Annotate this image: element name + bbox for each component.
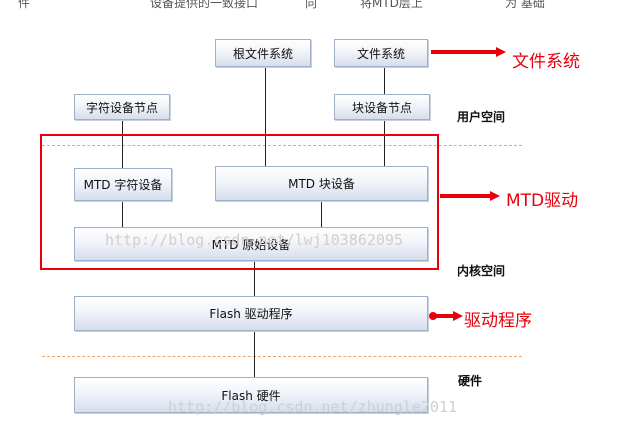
top-text-3: 向 (305, 0, 318, 10)
watermark-bottom: http://blog.csdn.net/zhungle2011 (168, 398, 457, 416)
filesystem-box: 文件系统 (334, 39, 428, 67)
kernel-hardware-separator (42, 356, 522, 357)
connector-char-node (122, 120, 123, 168)
connector-mtd-raw (254, 261, 255, 296)
connector-mtd-block (321, 201, 322, 227)
user-space-label: 用户空间 (457, 110, 506, 124)
connector-block-node (384, 120, 385, 166)
filesystem-arrow-icon (431, 47, 506, 57)
user-kernel-separator (42, 145, 522, 146)
connector-fs (384, 67, 385, 94)
top-text-2: 设备提供的一致接口 (150, 0, 259, 10)
hardware-label: 硬件 (458, 374, 483, 388)
flash-driver-box: Flash 驱动程序 (74, 296, 428, 331)
top-cut-text: 件 设备提供的一致接口 向 将MTD层上 为 基础 (0, 0, 619, 16)
flash-hardware-box: Flash 硬件 (74, 377, 428, 413)
connector-root-fs (265, 67, 266, 166)
top-text-5: 为 基础 (505, 0, 545, 10)
mtd-driver-arrow-icon (440, 191, 500, 201)
mtd-driver-annotation: MTD驱动 (506, 191, 579, 211)
watermark-mid: http://blog.csdn.net/lwj103862095 (105, 231, 404, 249)
driver-program-arrow-icon (429, 311, 463, 321)
top-text-1: 件 (18, 0, 31, 10)
kernel-space-label: 内核空间 (457, 264, 506, 278)
driver-program-annotation: 驱动程序 (464, 311, 532, 331)
connector-flash-driver (254, 331, 255, 377)
connector-mtd-char (122, 201, 123, 227)
char-device-node-box: 字符设备节点 (74, 94, 170, 120)
mtd-highlight-rect (40, 134, 439, 270)
mtd-raw-device-box: MTD 原始设备 (74, 227, 428, 261)
top-text-4: 将MTD层上 (360, 0, 423, 10)
mtd-char-device-box: MTD 字符设备 (74, 168, 172, 201)
block-device-node-box: 块设备节点 (334, 94, 430, 120)
mtd-block-device-box: MTD 块设备 (215, 166, 428, 201)
root-filesystem-box: 根文件系统 (215, 39, 311, 67)
filesystem-annotation: 文件系统 (512, 52, 580, 72)
